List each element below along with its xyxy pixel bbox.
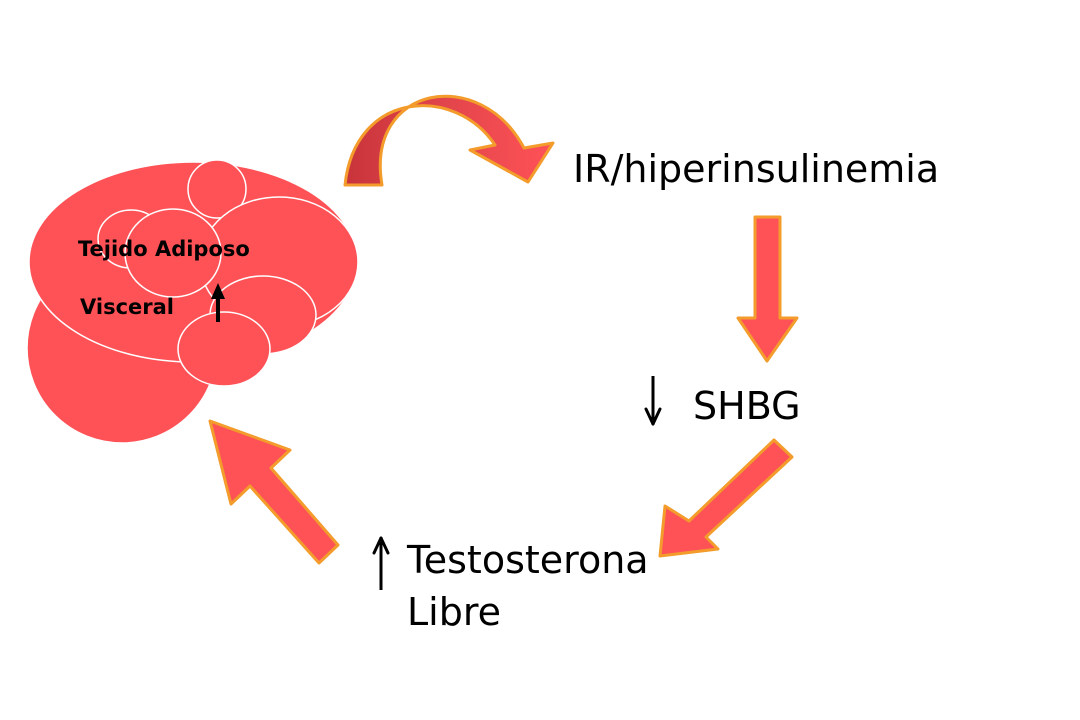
free-testosterone-label: Testosterona Libre	[407, 534, 649, 638]
free-testosterone-line1: Testosterona	[407, 538, 649, 582]
fat-cell	[124, 208, 222, 298]
fat-cell	[187, 159, 247, 219]
fat-cell	[177, 311, 271, 387]
arrow-testosterone-to-adipose	[208, 419, 340, 565]
visceral-adipose-label-line1: Tejido Adiposo	[78, 237, 250, 261]
visceral-adipose-label-line2: Visceral	[80, 295, 174, 319]
arrow-ir-to-shbg	[736, 215, 799, 363]
testosterone-increase-arrow-icon	[372, 536, 390, 590]
adipose-increase-arrow-icon	[211, 283, 225, 322]
free-testosterone-line2: Libre	[407, 590, 502, 634]
curved-arrow-adipose-to-ir	[343, 94, 555, 187]
shbg-decrease-arrow-icon	[644, 376, 662, 426]
adipose-tissue-cluster	[26, 159, 359, 444]
shbg-label: SHBG	[693, 384, 801, 428]
arrow-shbg-to-testosterone	[658, 438, 794, 558]
ir-hyperinsulinemia-label: IR/hiperinsulinemia	[573, 147, 940, 191]
